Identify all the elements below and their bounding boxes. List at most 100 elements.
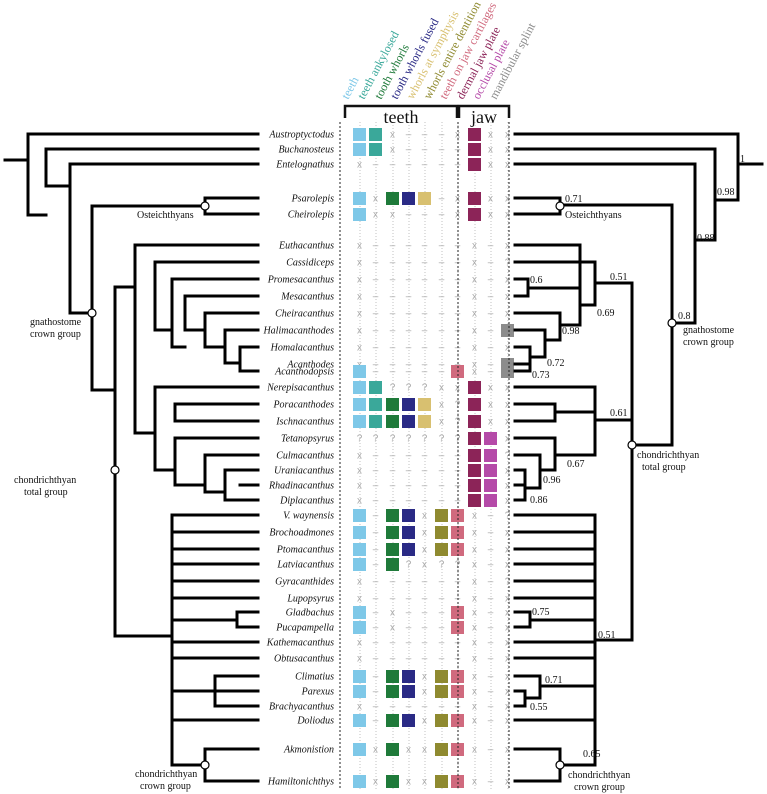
character-absent-mark: x bbox=[390, 608, 395, 619]
character-inapplicable-mark: – bbox=[439, 160, 445, 171]
character-present-cell bbox=[386, 775, 399, 788]
character-inapplicable-mark: – bbox=[422, 258, 428, 269]
character-present-cell bbox=[484, 494, 497, 507]
character-inapplicable-mark: – bbox=[406, 623, 412, 634]
character-unknown-mark: ? bbox=[422, 383, 428, 394]
character-present-cell bbox=[353, 775, 366, 788]
character-inapplicable-mark: – bbox=[488, 702, 494, 713]
character-inapplicable-mark: – bbox=[390, 360, 396, 371]
character-inapplicable-mark: – bbox=[439, 594, 445, 605]
character-inapplicable-mark: – bbox=[406, 654, 412, 665]
character-inapplicable-mark: – bbox=[488, 292, 494, 303]
taxon-label: Halimacanthodes bbox=[262, 326, 334, 337]
character-absent-mark: x bbox=[357, 258, 362, 269]
character-present-cell bbox=[501, 324, 514, 337]
right-chondrichthyan-total-label-2: total group bbox=[642, 462, 686, 473]
left-node-circles bbox=[87, 201, 210, 770]
character-inapplicable-mark: – bbox=[406, 466, 412, 477]
character-inapplicable-mark: – bbox=[373, 623, 379, 634]
character-absent-mark: x bbox=[488, 210, 493, 221]
character-present-cell bbox=[484, 464, 497, 477]
character-absent-mark: x bbox=[357, 160, 362, 171]
taxon-label: Doliodus bbox=[296, 716, 334, 727]
character-inapplicable-mark: – bbox=[488, 577, 494, 588]
character-inapplicable-mark: – bbox=[373, 702, 379, 713]
support-value: 1 bbox=[740, 154, 745, 165]
character-present-cell bbox=[402, 685, 415, 698]
character-inapplicable-mark: – bbox=[373, 594, 379, 605]
taxon-label: Acanthodes bbox=[286, 360, 334, 371]
character-inapplicable-mark: – bbox=[390, 258, 396, 269]
taxon-label: Ischnacanthus bbox=[275, 417, 334, 428]
character-absent-mark: x bbox=[357, 496, 362, 507]
left-chondrichthyan-total-node bbox=[110, 465, 120, 475]
character-inapplicable-mark: – bbox=[373, 545, 379, 556]
left-chondrichthyan-total-label-2: total group bbox=[24, 487, 68, 498]
character-inapplicable-mark: – bbox=[390, 160, 396, 171]
character-absent-mark: x bbox=[373, 210, 378, 221]
taxon-label: Brochoadmones bbox=[269, 528, 334, 539]
character-inapplicable-mark: – bbox=[390, 466, 396, 477]
character-unknown-mark: ? bbox=[373, 434, 379, 445]
character-inapplicable-mark: – bbox=[390, 654, 396, 665]
character-inapplicable-mark: – bbox=[422, 466, 428, 477]
character-unknown-mark: ? bbox=[455, 560, 461, 571]
character-absent-mark: x bbox=[357, 343, 362, 354]
character-absent-mark: x bbox=[422, 672, 427, 683]
character-unknown-mark: ? bbox=[406, 434, 412, 445]
character-present-cell bbox=[386, 714, 399, 727]
character-present-cell bbox=[435, 775, 448, 788]
character-inapplicable-mark: – bbox=[422, 638, 428, 649]
character-absent-mark: x bbox=[472, 360, 477, 371]
character-inapplicable-mark: – bbox=[488, 777, 494, 788]
character-inapplicable-mark: – bbox=[422, 451, 428, 462]
character-present-cell bbox=[451, 606, 464, 619]
character-inapplicable-mark: – bbox=[488, 275, 494, 286]
taxon-label: Hamiltonichthys bbox=[267, 777, 334, 788]
character-inapplicable-mark: – bbox=[422, 481, 428, 492]
character-present-cell bbox=[435, 743, 448, 756]
character-present-cell bbox=[386, 192, 399, 205]
character-inapplicable-mark: – bbox=[439, 367, 445, 378]
character-unknown-mark: ? bbox=[505, 577, 511, 588]
character-inapplicable-mark: – bbox=[373, 275, 379, 286]
character-absent-mark: x bbox=[422, 716, 427, 727]
character-unknown-mark: ? bbox=[455, 400, 461, 411]
taxon-label: Latviacanthus bbox=[276, 560, 334, 571]
character-present-cell bbox=[402, 509, 415, 522]
taxon-label: Akmonistion bbox=[283, 745, 334, 756]
character-absent-mark: x bbox=[422, 545, 427, 556]
character-present-cell bbox=[468, 464, 481, 477]
right-chondrichthyan-crown-node bbox=[555, 760, 565, 770]
character-present-cell bbox=[369, 381, 382, 394]
left-osteichthyans-label: Osteichthyans bbox=[137, 210, 194, 221]
character-present-cell bbox=[468, 432, 481, 445]
character-inapplicable-mark: – bbox=[488, 687, 494, 698]
character-present-cell bbox=[386, 558, 399, 571]
character-unknown-mark: ? bbox=[406, 560, 412, 571]
character-present-cell bbox=[353, 415, 366, 428]
character-present-cell bbox=[435, 526, 448, 539]
character-inapplicable-mark: – bbox=[373, 496, 379, 507]
character-inapplicable-mark: – bbox=[390, 638, 396, 649]
character-absent-mark: x bbox=[357, 309, 362, 320]
character-inapplicable-mark: – bbox=[455, 496, 461, 507]
character-absent-mark: x bbox=[505, 608, 510, 619]
right-osteichthyan-node bbox=[555, 201, 565, 211]
character-absent-mark: x bbox=[357, 451, 362, 462]
character-absent-mark: x bbox=[505, 654, 510, 665]
character-present-cell bbox=[402, 192, 415, 205]
character-absent-mark: x bbox=[422, 777, 427, 788]
character-absent-mark: x bbox=[472, 716, 477, 727]
character-absent-mark: x bbox=[357, 702, 362, 713]
character-inapplicable-mark: – bbox=[373, 608, 379, 619]
character-absent-mark: x bbox=[472, 702, 477, 713]
character-inapplicable-mark: – bbox=[406, 702, 412, 713]
character-inapplicable-mark: – bbox=[439, 577, 445, 588]
character-present-cell bbox=[451, 526, 464, 539]
character-inapplicable-mark: – bbox=[390, 292, 396, 303]
character-absent-mark: x bbox=[505, 672, 510, 683]
taxon-label: Acanthodopsis bbox=[274, 367, 334, 378]
character-inapplicable-mark: – bbox=[439, 210, 445, 221]
character-inapplicable-mark: – bbox=[439, 275, 445, 286]
